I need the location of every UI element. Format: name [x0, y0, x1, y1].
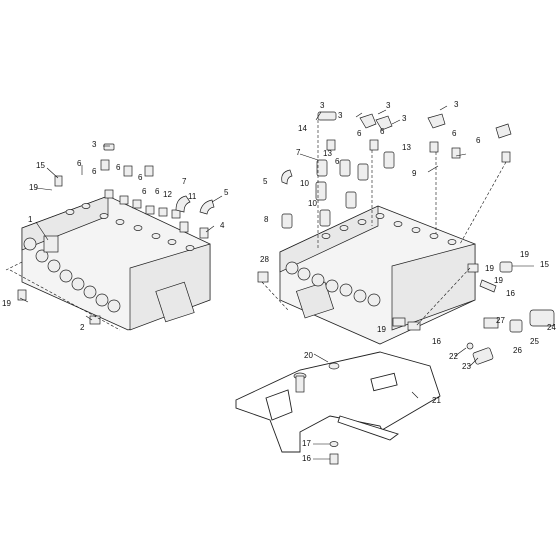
callout-5-right: 5 [263, 177, 268, 186]
callout-6-right-c: 6 [452, 129, 457, 138]
callout-6-right-b: 6 [380, 127, 385, 136]
callout-4-left: 4 [220, 221, 225, 230]
callout-16-right-a: 16 [506, 289, 515, 298]
callout-15-right: 15 [540, 260, 549, 269]
left-spool-ends [23, 237, 121, 313]
callout-19-left: 19 [29, 183, 38, 192]
right-valve-block [257, 105, 555, 401]
callout-6-left-c: 6 [92, 167, 97, 176]
right-fittings [257, 111, 555, 365]
callout-8-right: 8 [264, 215, 269, 224]
mounting-plate [235, 351, 441, 465]
callout-labels: 3 15 6 6 6 6 19 6 6 7 12 11 5 1 4 19 2 3… [2, 100, 556, 463]
callout-27-right: 27 [496, 316, 505, 325]
callout-16-right-c: 16 [302, 454, 311, 463]
callout-23-right: 23 [462, 362, 471, 371]
callout-19-right-b: 19 [485, 264, 494, 273]
callout-3-right-c: 3 [454, 100, 459, 109]
callout-3-right-d: 3 [338, 111, 343, 120]
callout-12-left: 12 [163, 190, 172, 199]
callout-13-right-b: 13 [402, 143, 411, 152]
left-leader-lines [5, 145, 223, 331]
callout-19-left-b: 19 [2, 299, 11, 308]
callout-20-right: 20 [304, 351, 313, 360]
callout-6-left-b: 6 [116, 163, 121, 172]
callout-3-right-a: 3 [320, 101, 325, 110]
right-leader-lines [261, 105, 534, 401]
callout-10-right-b: 10 [308, 199, 317, 208]
callout-28-right: 28 [260, 255, 269, 264]
left-top-ports [65, 203, 195, 251]
lower-leader-lines [313, 347, 479, 460]
left-fittings [17, 143, 215, 325]
callout-7-right: 7 [296, 148, 301, 157]
callout-5-left: 5 [224, 188, 229, 197]
callout-6-left-a: 6 [77, 159, 82, 168]
callout-19-right-c: 19 [494, 276, 503, 285]
callout-3-left: 3 [92, 140, 97, 149]
callout-10-right: 10 [300, 179, 309, 188]
callout-11-left: 11 [188, 192, 197, 201]
callout-22-right: 22 [449, 352, 458, 361]
callout-19-right-d: 19 [377, 325, 386, 334]
callout-16-right-b: 16 [432, 337, 441, 346]
callout-13-right-a: 13 [323, 149, 332, 158]
callout-6-right-a: 6 [357, 129, 362, 138]
right-top-ports [321, 213, 457, 245]
callout-2-left: 2 [80, 323, 85, 332]
callout-3-right-e: 3 [402, 114, 407, 123]
right-spool-ends [285, 261, 381, 307]
callout-15-left: 15 [36, 161, 45, 170]
left-valve-block [5, 143, 223, 331]
callout-17-right: 17 [302, 439, 311, 448]
callout-25-right: 25 [530, 337, 539, 346]
callout-7-left: 7 [182, 177, 187, 186]
callout-3-right-b: 3 [386, 101, 391, 110]
callout-24-right: 24 [547, 323, 556, 332]
callout-19-right-a: 19 [520, 250, 529, 259]
callout-9-right: 9 [412, 169, 417, 178]
callout-14-right: 14 [298, 124, 307, 133]
callout-21-right: 21 [432, 396, 441, 405]
callout-26-right: 26 [513, 346, 522, 355]
callout-6-left-d: 6 [138, 173, 143, 182]
callout-6-right-d: 6 [476, 136, 481, 145]
callout-6-left-e: 6 [142, 187, 147, 196]
callout-6-left-f: 6 [155, 187, 160, 196]
callout-1-left: 1 [28, 215, 33, 224]
callout-6-right-e: 6 [335, 157, 340, 166]
